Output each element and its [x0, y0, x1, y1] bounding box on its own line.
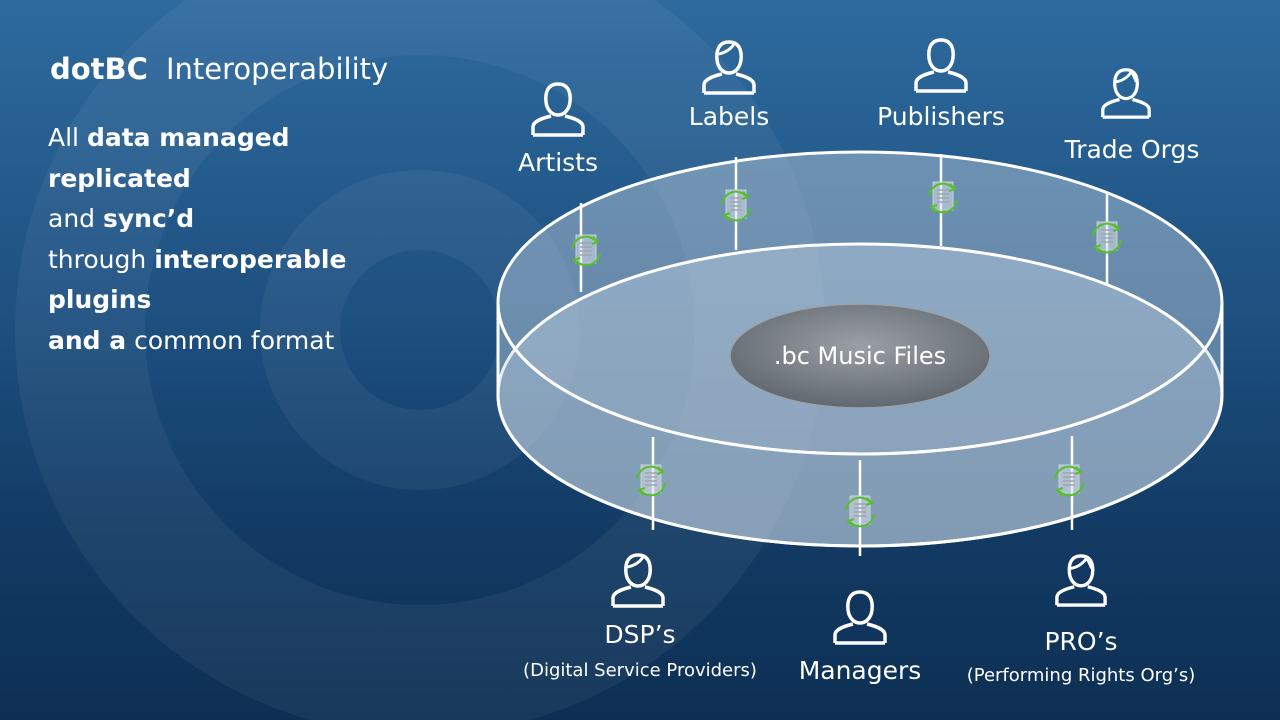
document-sync-icon — [571, 234, 601, 267]
publishers-person-icon — [914, 38, 968, 93]
pros-sublabel: (Performing Rights Org’s) — [966, 665, 1196, 686]
music-files-disc — [729, 303, 991, 409]
body-line-2: replicated — [48, 163, 191, 193]
body-line-5: plugins — [48, 285, 152, 314]
dsps-sublabel: (Digital Service Providers) — [523, 660, 757, 681]
managers-label: Managers — [798, 656, 922, 685]
center-label: .bc Music Files — [773, 342, 947, 370]
document-sync-icon — [721, 189, 751, 222]
pros-label: PRO’s — [1044, 627, 1118, 656]
publishers-label: Publishers — [877, 102, 1005, 131]
dsps-label: DSP’s — [604, 620, 676, 649]
artists-label: Artists — [518, 148, 598, 177]
labels-label: Labels — [688, 102, 770, 131]
body-line-4: through interoperable — [48, 244, 347, 274]
dsps-person-icon — [611, 553, 665, 608]
body-text: All data managed replicated and sync’d t… — [48, 118, 488, 361]
body-line-6: and a common format — [48, 325, 335, 355]
trade-orgs-person-icon — [1101, 68, 1151, 119]
document-sync-icon — [928, 181, 958, 214]
ring-front-wall — [496, 302, 1224, 548]
body-line-3: and sync’d — [48, 204, 195, 233]
trade-orgs-label: Trade Orgs — [1064, 135, 1200, 164]
managers-person-icon — [833, 590, 887, 645]
labels-person-icon — [702, 40, 756, 95]
document-sync-icon — [845, 495, 875, 528]
brand-name: dotBC — [50, 52, 148, 86]
pros-person-icon — [1055, 554, 1107, 607]
document-sync-icon — [1092, 221, 1122, 254]
ring-back-wall — [498, 152, 1222, 395]
body-line-1: All data managed — [48, 123, 290, 152]
slide-title: dotBC Interoperability — [50, 52, 388, 86]
document-sync-icon — [1054, 464, 1084, 497]
artists-person-icon — [531, 82, 585, 137]
title-subtitle: Interoperability — [165, 52, 389, 86]
document-sync-icon — [636, 464, 666, 497]
